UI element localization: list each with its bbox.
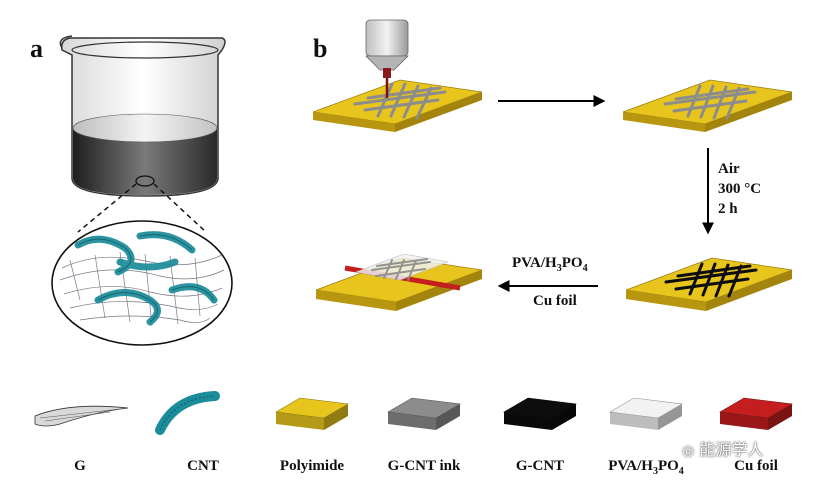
assembly-label-cu: Cu foil xyxy=(533,293,577,309)
legend-swatches xyxy=(275,397,793,430)
zoom-origin-marker xyxy=(135,175,155,187)
legend-label-cnt: CNT xyxy=(187,458,219,474)
device-assembled xyxy=(315,253,483,311)
legend-swatch-polyimide xyxy=(275,397,349,430)
legend-label-gcnt: G-CNT xyxy=(515,458,565,474)
substrate-print xyxy=(312,79,483,132)
substrate-printed xyxy=(622,79,793,132)
anneal-label-temp: 300 °C xyxy=(718,181,762,197)
ink-syringe xyxy=(365,19,409,98)
legend-icon-g xyxy=(34,405,129,427)
legend-swatch-gcnt xyxy=(503,397,577,430)
assembly-label-electrolyte: PVA/H3PO4 xyxy=(512,255,588,274)
substrate-annealed xyxy=(625,257,793,311)
legend-swatch-gcnt-ink xyxy=(387,397,461,430)
panel-label-a: a xyxy=(30,34,43,63)
legend-swatch-pva xyxy=(609,397,683,430)
watermark: ◎ 能源学人 xyxy=(682,440,764,459)
legend-label-gcnt-ink: G-CNT ink xyxy=(387,458,461,474)
legend-label-pva: PVA/H3PO4 xyxy=(608,458,684,477)
beaker-spout xyxy=(59,35,73,49)
legend-icon-cnt xyxy=(155,391,220,435)
legend-label-polyimide: Polyimide xyxy=(279,458,345,474)
beaker xyxy=(59,35,226,197)
wechat-icon: ◎ xyxy=(682,443,695,459)
zoom-line-right xyxy=(153,183,207,233)
dispersion-liquid xyxy=(73,128,217,195)
nanostructure-zoom xyxy=(51,220,233,346)
panel-label-b: b xyxy=(313,34,328,63)
legend-label-cu: Cu foil xyxy=(734,458,778,474)
anneal-label-time: 2 h xyxy=(718,201,738,217)
legend-label-g: G xyxy=(74,458,86,474)
anneal-label-air: Air xyxy=(718,161,740,177)
legend-swatch-cu xyxy=(719,397,793,430)
zoom-line-left xyxy=(77,183,137,233)
